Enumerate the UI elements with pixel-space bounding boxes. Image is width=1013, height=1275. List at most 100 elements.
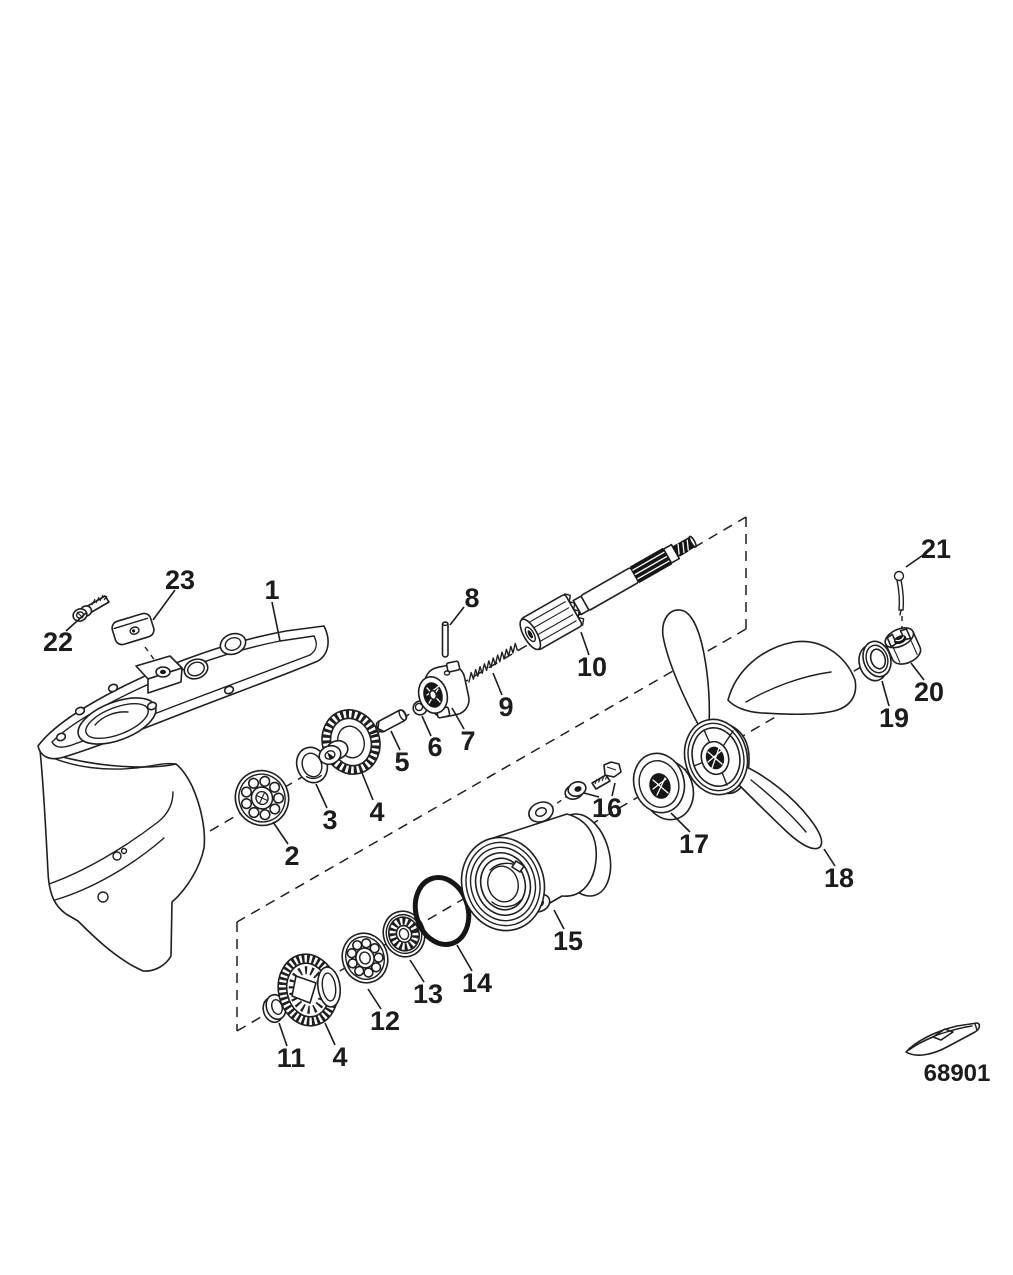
callout-1-0: 1: [264, 575, 281, 642]
drawing-number: 68901: [924, 1060, 991, 1087]
callout-leader-line: [390, 730, 401, 751]
part-15-bearing-carrier: [460, 801, 612, 932]
callout-17-16: 17: [670, 812, 709, 859]
callout-number: 21: [921, 534, 951, 564]
part-1-gear-housing: [37, 625, 329, 972]
callout-number: 7: [460, 726, 475, 756]
middle-diagonal-dashed-line: [236, 628, 747, 923]
callout-leader-line: [315, 783, 328, 809]
part-18-propeller: [661, 609, 857, 850]
callout-2-1: 2: [272, 821, 300, 871]
callout-leader-line: [65, 612, 87, 632]
part-12-ball-bearing: [341, 932, 389, 984]
callout-20-19: 20: [910, 662, 944, 707]
callout-leader-line: [367, 988, 382, 1010]
callout-leader-line: [324, 1022, 336, 1046]
callout-leader-line: [492, 672, 503, 696]
callout-4-3: 4: [361, 772, 385, 827]
part-4-bevel-gear-lower: [277, 953, 342, 1027]
part-8-pin: [441, 621, 449, 658]
callout-leader-line: [823, 848, 836, 867]
part-16-bolt-and-washer: [564, 761, 622, 801]
part-4-bevel-gear-upper: [318, 709, 381, 775]
callout-number: 18: [824, 863, 854, 893]
propeller-blade-upper: [661, 609, 711, 727]
callout-number: 20: [914, 677, 944, 707]
callout-number: 2: [284, 841, 299, 871]
callout-number: 4: [332, 1042, 347, 1072]
callout-21-20: 21: [905, 534, 951, 568]
callout-number: 15: [553, 926, 583, 956]
housing-bolt-holes: [55, 683, 235, 742]
callout-11-10: 11: [277, 1022, 306, 1073]
callout-3-2: 3: [315, 783, 338, 835]
callout-leader-line: [451, 707, 465, 730]
callout-number: 13: [413, 979, 443, 1009]
callout-leader-line: [670, 812, 691, 833]
callout-leader-line: [272, 821, 289, 845]
part-20-propeller-nut: [884, 627, 922, 665]
callout-leader-line: [409, 959, 425, 983]
callout-18-17: 18: [823, 848, 854, 893]
callout-leader-line: [881, 680, 890, 707]
callout-15-14: 15: [553, 909, 583, 956]
bearing-balls: [346, 938, 384, 978]
callout-leader-line: [152, 589, 176, 621]
callout-number: 8: [464, 583, 479, 613]
callout-number: 19: [879, 703, 909, 733]
bearing-balls: [240, 775, 285, 821]
callout-number: 11: [277, 1043, 306, 1073]
callout-number: 12: [370, 1006, 400, 1036]
callout-leader-line: [421, 715, 432, 737]
callout-number: 14: [462, 968, 492, 998]
callout-leader-line: [361, 772, 374, 801]
propeller-blade-lower: [731, 763, 823, 850]
part-2-ball-bearing: [234, 769, 290, 827]
callout-number: 23: [165, 565, 195, 595]
propeller-blade-right: [727, 640, 857, 716]
callout-8-7: 8: [449, 583, 480, 626]
callout-leader-line: [553, 909, 565, 930]
callout-13-12: 13: [409, 959, 443, 1009]
part-13-bearing: [382, 910, 426, 958]
part-10-propeller-shaft: [519, 535, 697, 651]
part-5-pin: [375, 709, 408, 733]
callout-22-21: 22: [43, 612, 87, 657]
part-22-screw: [72, 594, 110, 622]
callout-leader-line: [456, 944, 473, 972]
part-23-anode-block: [111, 612, 155, 646]
callout-number: 1: [264, 575, 279, 605]
callout-number: 10: [577, 652, 607, 682]
callout-23-22: 23: [152, 565, 195, 621]
part-19-washer: [858, 640, 892, 682]
part-9-spring: [468, 642, 519, 683]
callout-7-6: 7: [451, 707, 476, 756]
callout-19-18: 19: [879, 680, 909, 733]
callout-16-15: 16: [583, 782, 622, 823]
callout-leader-line: [271, 601, 281, 642]
callout-leader-line: [278, 1022, 288, 1047]
boat-icon: [905, 1022, 981, 1056]
housing-seam-line-2: [54, 837, 165, 901]
callout-9-8: 9: [492, 672, 514, 722]
callout-12-11: 12: [367, 988, 400, 1036]
callout-leader-line: [583, 792, 600, 798]
part-7-clutch-dog: [417, 660, 470, 719]
callout-5-4: 5: [390, 730, 410, 777]
callout-number: 6: [427, 732, 442, 762]
callout-leader-line: [910, 662, 925, 681]
callout-leader-line: [611, 782, 616, 797]
callout-number: 17: [679, 829, 709, 859]
callout-number: 4: [369, 797, 384, 827]
callout-leader-line: [580, 631, 590, 656]
callout-14-13: 14: [456, 944, 492, 998]
callout-number: 22: [43, 627, 73, 657]
callout-leader-line: [905, 552, 927, 568]
callout-number: 3: [322, 805, 337, 835]
part-17-thrust-hub: [632, 752, 695, 821]
callout-leader-line: [449, 606, 465, 626]
callout-10-9: 10: [577, 631, 607, 682]
